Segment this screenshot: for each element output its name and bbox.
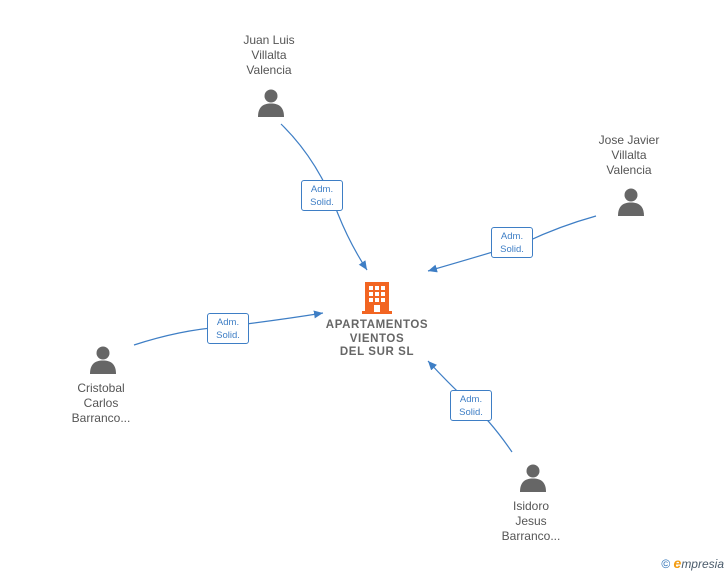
- company-name-label[interactable]: APARTAMENTOS VIENTOS DEL SUR SL: [307, 319, 447, 360]
- person-icon[interactable]: [88, 345, 118, 380]
- relation-label-line: Solid.: [216, 330, 240, 341]
- person-name-line: Isidoro: [512, 499, 550, 513]
- person-label-cristobal[interactable]: Cristobal Carlos Barranco...: [51, 381, 151, 426]
- relation-label-line: Adm.: [459, 394, 483, 405]
- relation-label-line: Adm.: [310, 184, 334, 195]
- person-name-line: Barranco...: [501, 529, 561, 543]
- person-name-line: Villalta: [611, 148, 647, 162]
- relation-label-line: Solid.: [500, 244, 524, 255]
- relation-label-line: Solid.: [459, 407, 483, 418]
- person-name-line: Barranco...: [71, 411, 131, 425]
- relation-badge-cristobal[interactable]: Adm. Solid.: [207, 313, 249, 344]
- person-name-line: Jesus: [515, 514, 547, 528]
- relation-label-line: Solid.: [310, 197, 334, 208]
- relation-label-line: Adm.: [216, 317, 240, 328]
- person-icon[interactable]: [256, 88, 286, 123]
- company-name-line-2: VIENTOS: [349, 332, 405, 345]
- relation-badge-juan-luis[interactable]: Adm. Solid.: [301, 180, 343, 211]
- copyright-symbol: ©: [661, 557, 671, 571]
- person-name-line: Carlos: [83, 396, 119, 410]
- relation-badge-jose-javier[interactable]: Adm. Solid.: [491, 227, 533, 258]
- person-icon[interactable]: [518, 463, 548, 498]
- person-name-line: Villalta: [251, 48, 287, 62]
- person-name-line: Valencia: [606, 163, 652, 177]
- person-label-isidoro[interactable]: Isidoro Jesus Barranco...: [481, 499, 581, 544]
- person-name-line: Juan Luis: [243, 33, 295, 47]
- person-icon[interactable]: [616, 187, 646, 222]
- relation-label-line: Adm.: [500, 231, 524, 242]
- person-label-juan-luis[interactable]: Juan Luis Villalta Valencia: [219, 33, 319, 78]
- footer-copyright: © empresia: [661, 555, 724, 571]
- empresia-logo-icon: e: [673, 555, 682, 571]
- person-name-line: Valencia: [246, 63, 292, 77]
- relation-badge-isidoro[interactable]: Adm. Solid.: [450, 390, 492, 421]
- company-name-line-1: APARTAMENTOS: [325, 319, 429, 331]
- person-name-line: Jose Javier: [598, 133, 660, 147]
- company-name-line-3: DEL SUR SL: [339, 346, 415, 358]
- empresia-brand: mpresia: [681, 557, 724, 571]
- person-label-jose-javier[interactable]: Jose Javier Villalta Valencia: [579, 133, 679, 178]
- company-building-icon[interactable]: [361, 280, 393, 314]
- person-name-line: Cristobal: [77, 381, 125, 395]
